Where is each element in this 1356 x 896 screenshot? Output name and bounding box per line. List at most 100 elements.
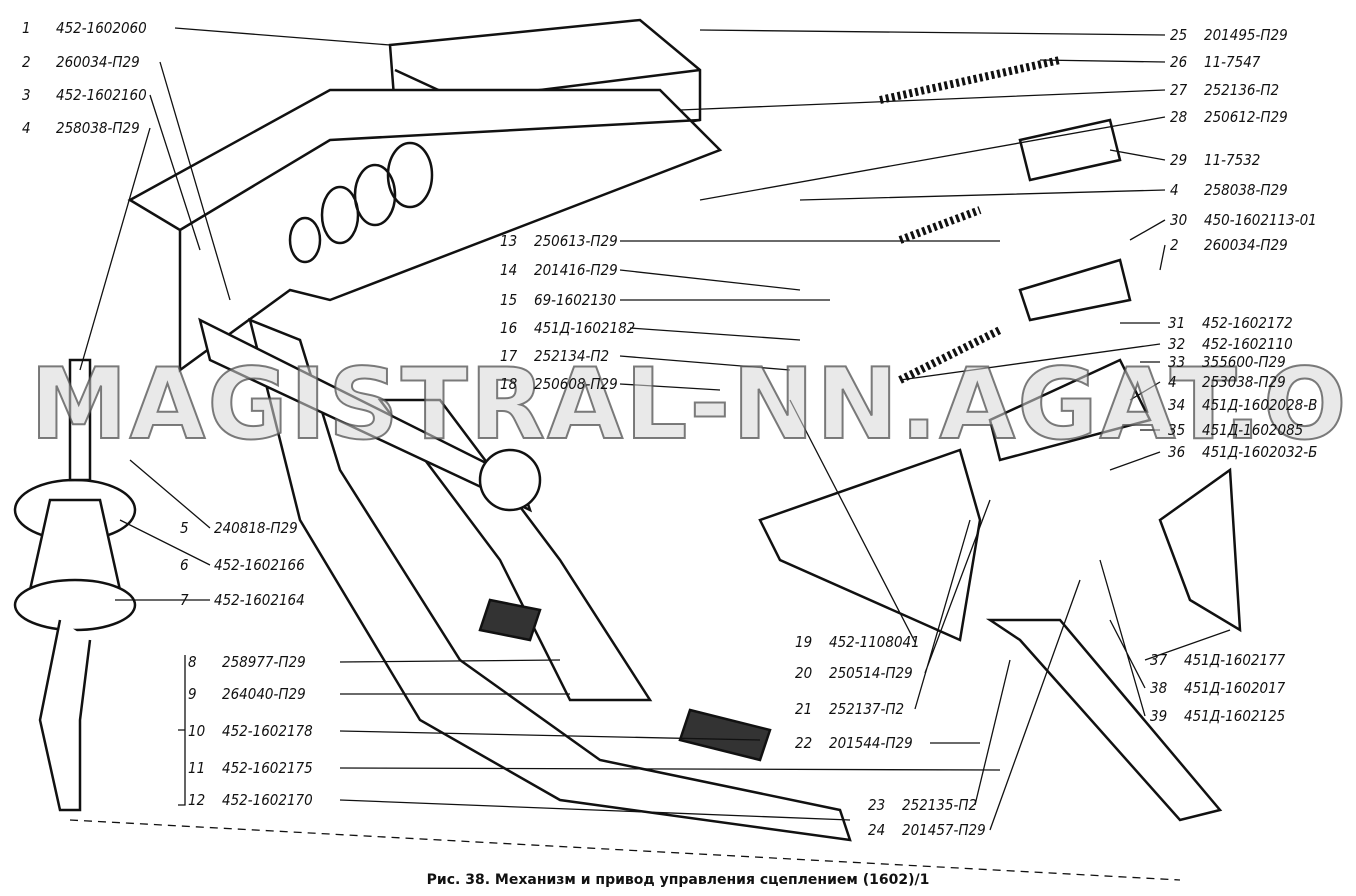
part-number: 9 [188, 685, 197, 703]
part-number: 26 [1170, 53, 1188, 71]
part-number: 37 [1150, 651, 1168, 669]
part-number: 14 [500, 261, 518, 279]
figure-caption: Рис. 38. Механизм и привод управления сц… [426, 872, 930, 888]
part-code: 451Д-1602017 [1184, 679, 1286, 697]
part-label: 4 253038-П29 [1168, 373, 1286, 391]
part-code: 250613-П29 [534, 232, 618, 250]
part-label: 14 201416-П29 [500, 261, 618, 279]
part-code: 201457-П29 [902, 821, 986, 839]
part-code: 258038-П29 [1204, 181, 1288, 199]
part-code: 452-1602172 [1202, 314, 1293, 332]
part-code: 258977-П29 [222, 653, 306, 671]
part-number: 3 [22, 86, 31, 104]
part-code: 240818-П29 [214, 519, 298, 537]
part-label: 9 264040-П29 [188, 685, 306, 703]
part-label: 37 451Д-1602177 [1150, 651, 1285, 669]
part-number: 33 [1168, 353, 1186, 371]
part-code: 452-1602110 [1202, 335, 1293, 353]
part-number: 39 [1150, 707, 1168, 725]
part-code: 250608-П29 [534, 375, 618, 393]
pedal-shaft [198, 317, 533, 513]
part-number: 38 [1150, 679, 1168, 697]
part-number: 2 [1170, 236, 1179, 254]
part-number: 5 [180, 519, 189, 537]
part-number: 7 [180, 591, 189, 609]
part-code: 452-1108041 [829, 633, 920, 651]
part-number: 13 [500, 232, 518, 250]
part-label: 12 452-1602170 [188, 791, 313, 809]
part-code: 201416-П29 [534, 261, 618, 279]
part-number: 6 [180, 556, 189, 574]
part-label: 18 250608-П29 [500, 375, 618, 393]
part-code: 252134-П2 [534, 347, 610, 365]
clevis [1018, 258, 1132, 322]
part-number: 12 [188, 791, 206, 809]
boot-bellows [288, 141, 434, 264]
lever [1158, 467, 1242, 633]
part-code: 452-1602164 [214, 591, 305, 609]
part-code: 11-7547 [1204, 53, 1261, 71]
part-code: 258038-П29 [56, 119, 140, 137]
brake-pedal [377, 398, 653, 702]
pedal-bracket [127, 88, 723, 373]
return-spring [879, 56, 1061, 104]
part-code: 355600-П29 [1202, 353, 1286, 371]
part-code: 260034-П29 [56, 53, 140, 71]
part-code: 201544-П29 [829, 734, 913, 752]
part-code: 69-1602130 [534, 291, 617, 309]
part-number: 21 [795, 700, 813, 718]
part-code: 452-1602160 [56, 86, 147, 104]
part-label: 31 452-1602172 [1168, 314, 1293, 332]
part-number: 4 [1168, 373, 1177, 391]
part-code: 250612-П29 [1204, 108, 1288, 126]
part-code: 264040-П29 [222, 685, 306, 703]
part-code: 201495-П29 [1204, 26, 1288, 44]
part-number: 35 [1168, 421, 1186, 439]
part-code: 450-1602113-01 [1204, 211, 1317, 229]
part-label: 7 452-1602164 [180, 591, 305, 609]
part-label: 26 11-7547 [1170, 53, 1260, 71]
part-number: 32 [1168, 335, 1186, 353]
part-code: 252136-П2 [1204, 81, 1280, 99]
part-number: 16 [500, 319, 518, 337]
part-number: 18 [500, 375, 518, 393]
part-number: 11 [188, 759, 206, 777]
part-number: 19 [795, 633, 813, 651]
part-code: 451Д-1602085 [1202, 421, 1304, 439]
part-label: 19 452-1108041 [795, 633, 920, 651]
part-number: 25 [1170, 26, 1188, 44]
part-label: 32 452-1602110 [1168, 335, 1293, 353]
part-code: 253038-П29 [1202, 373, 1286, 391]
release-shaft [758, 448, 982, 642]
part-label: 38 451Д-1602017 [1150, 679, 1285, 697]
part-number: 34 [1168, 396, 1186, 414]
part-number: 36 [1168, 443, 1186, 461]
part-label: 35 451Д-1602085 [1168, 421, 1303, 439]
part-number: 27 [1170, 81, 1188, 99]
part-code: 452-1602170 [222, 791, 313, 809]
part-code: 451Д-1602177 [1184, 651, 1286, 669]
part-number: 23 [868, 796, 886, 814]
part-number: 31 [1168, 314, 1186, 332]
